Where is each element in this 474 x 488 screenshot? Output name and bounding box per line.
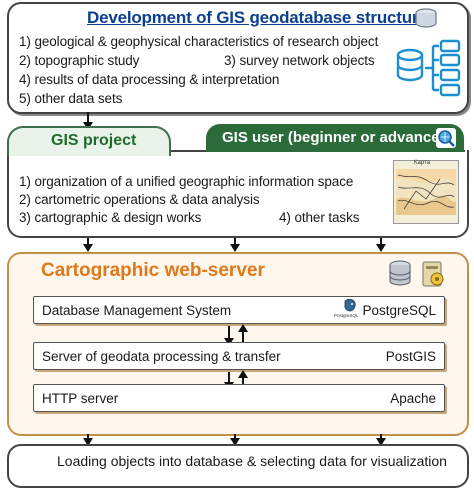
- geodatabase-structure-box: Development of GIS geodatabase structure…: [7, 2, 469, 114]
- arrow-project-to-server-1: [87, 238, 89, 248]
- structure-item-4: 4) results of data processing & interpre…: [19, 72, 280, 87]
- gis-project-box: 1) organization of a unified geographic …: [7, 150, 469, 238]
- arrow-structure-to-project: [87, 112, 89, 126]
- dbms-tech: PostgreSQL: [362, 303, 436, 318]
- geodata-server-label: Server of geodata processing & transfer: [42, 349, 281, 364]
- arrow-postgis-to-dbms: [242, 330, 244, 346]
- gis-project-tab: GIS project: [7, 126, 171, 156]
- server-settings-icon: [422, 261, 444, 287]
- structure-title: Development of GIS geodatabase structure: [87, 8, 428, 27]
- project-item-1: 1) organization of a unified geographic …: [19, 174, 354, 189]
- arrow-server-to-loading-1-head: [83, 438, 93, 446]
- structure-item-3: 3) survey network objects: [224, 53, 375, 68]
- arrow-server-to-loading-3-head: [376, 438, 386, 446]
- arrow-http-to-postgis: [242, 376, 244, 390]
- geodata-server-tech: PostGIS: [385, 349, 436, 364]
- http-server-label: HTTP server: [42, 391, 119, 406]
- web-server-title: Cartographic web-server: [41, 260, 265, 281]
- postgresql-elephant-icon: [344, 299, 356, 312]
- geodata-server-row: Server of geodata processing & transfer …: [33, 342, 445, 370]
- database-server-icon: [389, 260, 411, 286]
- map-title: Карта: [414, 160, 431, 166]
- arrow-project-to-server-1-head: [83, 244, 93, 252]
- structure-item-2: 2) topographic study: [19, 53, 140, 68]
- http-server-row: HTTP server Apache: [33, 384, 445, 412]
- arrow-postgis-to-dbms-head: [238, 324, 248, 332]
- gis-user-tab: GIS user (beginner or advanced): [206, 124, 464, 152]
- arrow-dbms-to-postgis: [228, 326, 230, 342]
- arrow-project-to-server-2-head: [230, 244, 240, 252]
- arrow-project-to-server-3: [380, 238, 382, 248]
- database-small-icon: [415, 8, 437, 28]
- dbms-label: Database Management System: [42, 303, 232, 318]
- dbms-row: Database Management System PostgreSQL Po…: [33, 296, 445, 324]
- structure-item-5: 5) other data sets: [19, 91, 123, 106]
- database-schema-icon: [396, 39, 461, 97]
- arrow-http-to-postgis-head: [238, 370, 248, 378]
- loading-objects-box: Loading objects into database & selectin…: [7, 444, 469, 488]
- loading-objects-label: Loading objects into database & selectin…: [57, 453, 447, 469]
- project-item-4: 4) other tasks: [279, 210, 360, 225]
- globe-search-icon: [436, 128, 456, 148]
- arrow-server-to-loading-2-head: [230, 438, 240, 446]
- structure-item-1: 1) geological & geophysical characterist…: [19, 34, 379, 49]
- arrow-postgis-to-http: [228, 372, 230, 388]
- web-server-box: Cartographic web-server Database Managem…: [7, 252, 469, 436]
- project-item-2: 2) cartometric operations & data analysi…: [19, 192, 260, 207]
- map-thumbnail: Карта: [393, 160, 459, 224]
- gis-user-label: GIS user (beginner or advanced): [222, 129, 454, 146]
- postgresql-logo-caption: PostgreSQL: [334, 313, 359, 318]
- http-server-tech: Apache: [390, 391, 436, 406]
- project-item-3: 3) cartographic & design works: [19, 210, 202, 225]
- arrow-project-to-server-2: [234, 238, 236, 248]
- arrow-project-to-server-3-head: [376, 244, 386, 252]
- map-icon: [396, 169, 456, 215]
- gis-project-label: GIS project: [51, 132, 137, 149]
